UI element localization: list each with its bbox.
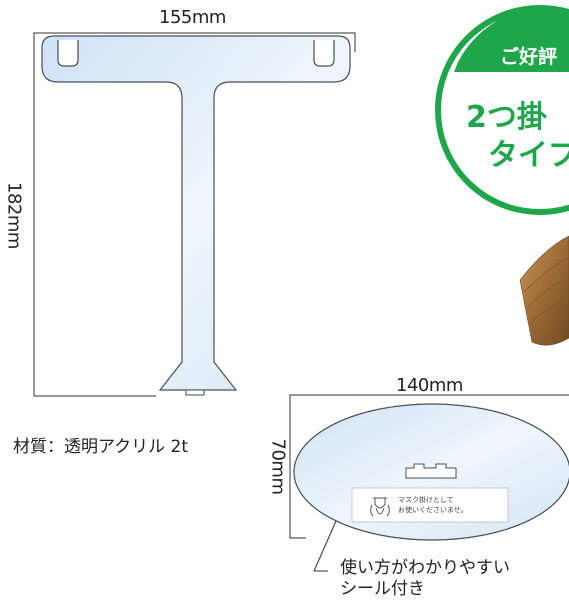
sticker-caption: 使い方がわかりやすい シール付き (340, 558, 510, 600)
hanger-foot-tab (185, 389, 205, 396)
caption-line-1: 使い方がわかりやすい (340, 558, 510, 578)
mask-hanger-sticker-icon (370, 497, 390, 517)
base-height-dimension-line (289, 394, 306, 539)
sticker-line-2: お使いくださいませ。 (398, 506, 468, 514)
badge-top-text: ご好評 (500, 46, 558, 68)
right-hook-notch (313, 40, 335, 67)
base-height-label: 70mm (267, 438, 289, 495)
wood-block (519, 235, 569, 346)
hanger-acrylic-shape (41, 35, 351, 391)
badge-line-1: 2つ掛 (466, 100, 547, 135)
caption-leader-line (313, 520, 337, 572)
badge-green-band (454, 6, 569, 72)
left-hook-notch (57, 40, 79, 67)
hanger-width-label: 155mm (159, 7, 226, 28)
caption-line-2: シール付き (340, 579, 425, 599)
base-slot (405, 463, 457, 479)
base-sticker (351, 487, 509, 523)
badge-line-2: タイプ (488, 138, 569, 173)
hanger-height-dimension-line (33, 32, 156, 397)
sticker-text: マスク掛けとして お使いくださいませ。 (398, 495, 468, 515)
material-label: 材質：透明アクリル 2t (13, 437, 189, 457)
base-width-label: 140mm (396, 375, 463, 396)
sticker-line-1: マスク掛けとして (398, 496, 454, 504)
hanger-height-label: 182mm (3, 182, 25, 249)
